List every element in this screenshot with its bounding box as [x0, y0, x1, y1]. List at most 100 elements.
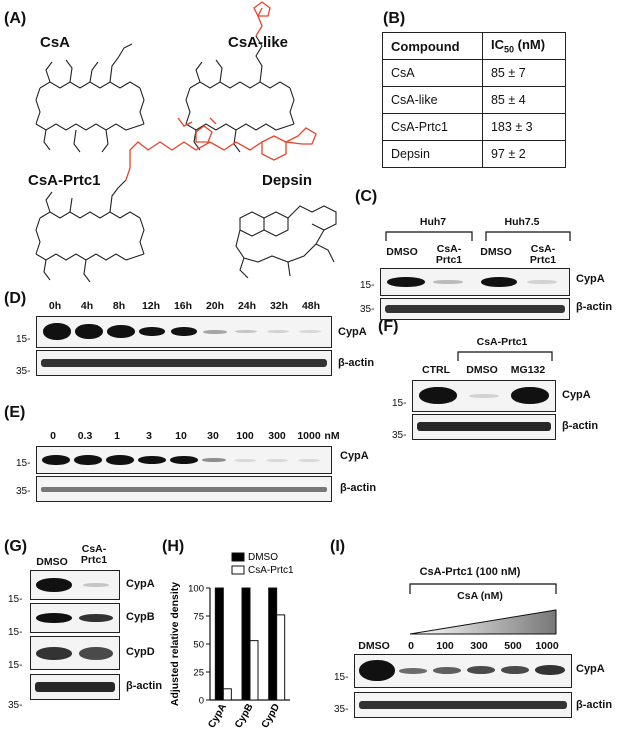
- lane-label: 12h: [141, 300, 161, 312]
- blot-e-actin: [36, 476, 332, 502]
- group-label-huh75: Huh7.5: [504, 216, 540, 228]
- molecule-label-csa-like: CsA-like: [228, 34, 289, 51]
- band: [35, 682, 115, 692]
- panel-label-h: (H): [162, 538, 185, 555]
- blot-g-cypa: [30, 570, 120, 600]
- protein-label: CypA: [576, 663, 605, 675]
- treatment-label: CsA-Prtc1: [476, 336, 528, 348]
- mw-marker: 35-: [16, 366, 31, 377]
- protein-label: CypA: [576, 273, 605, 285]
- band: [433, 667, 461, 674]
- band: [385, 305, 565, 313]
- molecule-label-csa-prtc1: CsA-Prtc1: [28, 172, 101, 189]
- treatment-bracket-i: [409, 583, 557, 635]
- band: [138, 456, 166, 464]
- lane-label: 1000: [535, 640, 559, 652]
- chemical-structures: [35, 1, 337, 283]
- lane-label: 1000: [297, 430, 321, 442]
- x-tick-label: CypA: [206, 702, 229, 730]
- mw-marker: 15-: [360, 280, 375, 291]
- band: [36, 578, 72, 592]
- band: [42, 455, 70, 465]
- y-tick-label: 0: [199, 696, 204, 707]
- blot-c-actin: [380, 298, 570, 320]
- y-axis-label: Adjusted relative density: [169, 582, 181, 706]
- lane-label: 4h: [80, 300, 94, 312]
- blot-f-actin: [412, 414, 556, 440]
- mw-marker: 35-: [360, 304, 375, 315]
- protein-label: β-actin: [126, 680, 163, 692]
- band: [501, 666, 529, 674]
- band: [527, 280, 557, 284]
- panel-label-f: (F): [378, 318, 399, 335]
- compound-cell: CsA-Prtc1: [382, 113, 483, 141]
- panel-label-g: (G): [4, 538, 28, 555]
- band: [170, 456, 198, 464]
- band: [139, 327, 165, 336]
- lane-label: 48h: [301, 300, 321, 312]
- band: [83, 583, 109, 587]
- compound-cell: Depsin: [382, 140, 483, 168]
- band: [41, 487, 327, 492]
- degron-modifications: [125, 1, 317, 181]
- x-tick-label: CypD: [260, 702, 283, 730]
- x-tick-label: CypB: [233, 702, 256, 730]
- blot-i-actin: [354, 692, 572, 718]
- treatment-bracket-f: [457, 351, 553, 361]
- mw-marker: 15-: [16, 334, 31, 345]
- blot-f-cypa: [412, 380, 556, 412]
- protein-label: β-actin: [576, 699, 613, 711]
- band: [79, 614, 113, 622]
- protein-label: β-actin: [338, 357, 375, 369]
- band: [481, 277, 517, 287]
- lane-label: DMSO: [358, 640, 390, 652]
- band: [75, 324, 103, 339]
- lane-label: DMSO: [386, 246, 418, 258]
- legend-swatch: [231, 565, 245, 575]
- compound-cell: CsA: [382, 59, 483, 87]
- band: [535, 665, 565, 675]
- lane-label: 24h: [237, 300, 257, 312]
- blot-d-actin: [36, 350, 332, 376]
- mw-marker: 35-: [16, 486, 31, 497]
- ic50-cell: 97 ± 2: [481, 140, 567, 168]
- blot-c-cypa: [380, 268, 570, 296]
- band: [359, 660, 395, 681]
- panel-label-c: (C): [355, 188, 378, 205]
- lane-label: 0.3: [77, 430, 93, 442]
- lane-label: CsA-Prtc1: [529, 243, 557, 266]
- protein-label: CypD: [126, 646, 155, 658]
- csa-like-structure: [185, 35, 295, 153]
- group-label-huh7: Huh7: [419, 216, 447, 228]
- mw-marker: 35-: [334, 704, 349, 715]
- band: [235, 330, 257, 333]
- header-ic50: IC50 (nM): [481, 32, 567, 60]
- depsin-structure: [235, 205, 337, 279]
- group-brackets-c: [385, 231, 571, 241]
- band: [399, 668, 427, 674]
- band: [298, 459, 320, 462]
- unit-label: nM: [324, 430, 340, 442]
- band: [203, 330, 227, 334]
- lane-label: 20h: [205, 300, 225, 312]
- band: [467, 666, 495, 674]
- table-header-row: Compound IC50 (nM): [382, 32, 567, 60]
- lane-label: 1: [114, 430, 120, 442]
- bar: [241, 587, 251, 701]
- ic50-cell: 183 ± 3: [481, 113, 567, 141]
- lane-label: MG132: [510, 364, 546, 376]
- protein-label: β-actin: [562, 420, 599, 432]
- mw-marker: 15-: [8, 594, 23, 605]
- bar: [268, 587, 278, 701]
- blot-g-cypb: [30, 603, 120, 633]
- band: [171, 327, 197, 336]
- lane-label: DMSO: [36, 556, 68, 568]
- protein-label: CypA: [338, 326, 367, 338]
- band: [79, 647, 113, 660]
- lane-label: 0: [50, 430, 56, 442]
- lane-label: 10: [175, 430, 187, 442]
- lane-label: 300: [268, 430, 286, 442]
